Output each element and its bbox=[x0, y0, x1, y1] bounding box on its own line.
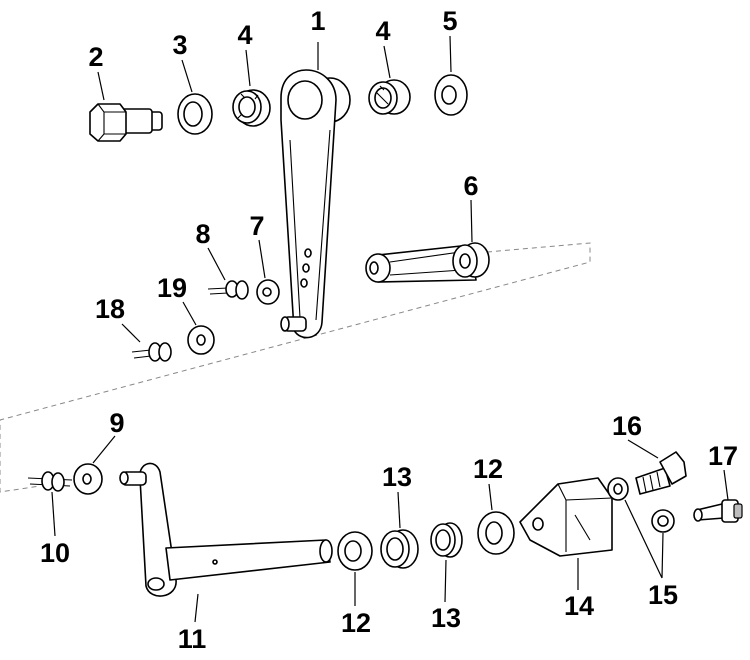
part-19-washer bbox=[187, 325, 215, 355]
part-15-nut bbox=[651, 509, 675, 533]
part-14-bracket bbox=[519, 477, 613, 557]
callout-6: 6 bbox=[463, 171, 478, 201]
callout-10: 10 bbox=[40, 538, 70, 568]
callout-19: 19 bbox=[157, 273, 187, 303]
leader-lines bbox=[51, 35, 729, 623]
part-1-lever-arm bbox=[280, 69, 351, 339]
part-16-bolt bbox=[635, 451, 687, 495]
callout-18: 18 bbox=[95, 294, 125, 324]
alignment-guides bbox=[0, 242, 591, 493]
callout-labels: 1 2 3 4 4 5 6 7 8 9 10 11 12 12 13 13 14… bbox=[40, 6, 738, 654]
callout-5: 5 bbox=[442, 6, 457, 36]
dashed-guide-upper bbox=[0, 242, 591, 493]
part-5-washer bbox=[434, 74, 468, 116]
callout-4-right: 4 bbox=[375, 16, 390, 46]
part-9-washer bbox=[73, 463, 103, 495]
callout-9: 9 bbox=[109, 408, 124, 438]
callout-2: 2 bbox=[88, 42, 103, 72]
part-6-link-rod bbox=[365, 242, 490, 283]
part-11-crank-shaft bbox=[119, 462, 333, 597]
callout-4-left: 4 bbox=[237, 20, 252, 50]
part-12-washer-right bbox=[477, 511, 515, 555]
callout-12-left: 12 bbox=[341, 608, 371, 638]
part-10-cotter-pin bbox=[27, 471, 73, 492]
part-17-screw bbox=[693, 499, 743, 523]
callout-3: 3 bbox=[172, 30, 187, 60]
part-15-lock-washer bbox=[607, 477, 629, 501]
callout-8: 8 bbox=[195, 219, 210, 249]
part-2-hex-bolt bbox=[89, 103, 163, 142]
callout-12-right: 12 bbox=[473, 454, 503, 484]
part-8-cotter-pin bbox=[207, 280, 249, 300]
part-7-washer bbox=[256, 279, 280, 305]
part-4-bushing-right bbox=[368, 79, 411, 115]
callout-1: 1 bbox=[310, 6, 325, 36]
callout-13-lower: 13 bbox=[431, 603, 461, 633]
part-4-bushing-left bbox=[232, 89, 271, 127]
callout-11: 11 bbox=[178, 624, 207, 654]
part-12-washer-left bbox=[337, 531, 373, 571]
part-13-bushing-left bbox=[380, 529, 419, 569]
callout-7: 7 bbox=[249, 211, 264, 241]
callout-16: 16 bbox=[612, 411, 642, 441]
callout-17: 17 bbox=[708, 441, 738, 471]
callout-13-upper: 13 bbox=[382, 462, 412, 492]
part-3-washer bbox=[177, 93, 213, 135]
part-13-bushing-right bbox=[430, 522, 463, 558]
callout-15: 15 bbox=[648, 580, 678, 610]
part-18-cotter-pin bbox=[131, 342, 172, 362]
callout-14: 14 bbox=[564, 591, 594, 621]
